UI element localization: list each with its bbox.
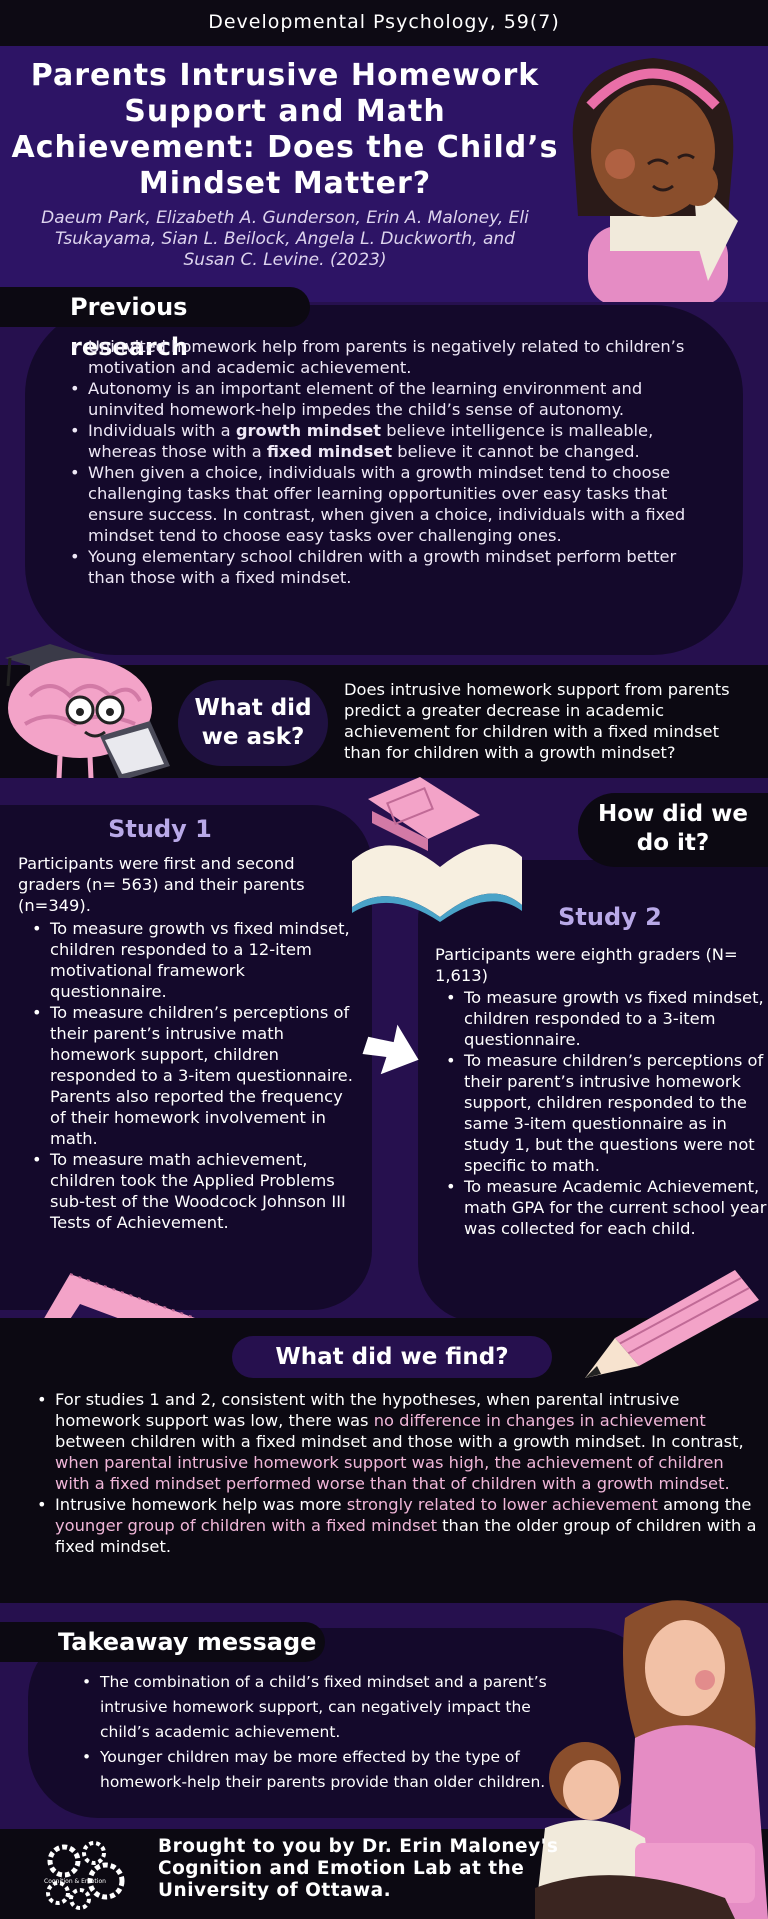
takeaway-list: The combination of a child’s fixed minds…	[78, 1670, 568, 1795]
journal-citation: Developmental Psychology, 59(7)	[0, 0, 768, 46]
list-item: To measure growth vs fixed mindset, chil…	[28, 918, 358, 1002]
author-list: Daeum Park, Elizabeth A. Gunderson, Erin…	[41, 208, 529, 270]
lab-logo-gears: Cognition & Emotion	[44, 1841, 125, 1910]
finding-text: between children with a fixed mindset an…	[55, 1432, 744, 1451]
study2-list: To measure growth vs fixed mindset, chil…	[442, 987, 767, 1239]
list-item: When given a choice, individuals with a …	[66, 462, 706, 546]
findings-list: For studies 1 and 2, consistent with the…	[33, 1389, 763, 1557]
finding-highlight: no difference in changes in achievement	[373, 1411, 706, 1430]
finding-text: Intrusive homework help was more	[55, 1495, 347, 1514]
fixed-mindset-term: fixed mindset	[266, 442, 393, 461]
arrow-right-icon	[362, 1024, 419, 1075]
open-books-illustration	[352, 777, 522, 922]
previous-research-list: Uninvited homework help from parents is …	[66, 336, 706, 588]
method-heading: How did we do it?	[578, 793, 768, 867]
finding-highlight: strongly related to lower achievement	[346, 1495, 658, 1514]
list-item: To measure children’s perceptions of the…	[442, 1050, 767, 1176]
growth-mindset-term: growth mindset	[235, 421, 382, 440]
list-item-text: believe it cannot be changed.	[392, 442, 640, 461]
list-item: To measure Academic Achievement, math GP…	[442, 1176, 767, 1239]
study2-title: Study 2	[558, 903, 662, 931]
list-item: To measure children’s perceptions of the…	[28, 1002, 358, 1149]
finding-text: For studies 1 and 2, consistent with the…	[55, 1390, 680, 1430]
finding-text: than the older group of children with a …	[55, 1516, 757, 1556]
previous-research-heading: Previous research	[0, 287, 310, 361]
finding-highlight: younger group of children with a fixed m…	[55, 1516, 437, 1535]
list-item: Young elementary school children with a …	[66, 546, 706, 588]
takeaway-heading: Takeaway message	[0, 1622, 325, 1662]
poster-title: Parents Intrusive Homework Support and M…	[11, 58, 559, 201]
list-item: For studies 1 and 2, consistent with the…	[33, 1389, 763, 1494]
research-question-text: Does intrusive homework support from par…	[344, 680, 730, 762]
list-item: Individuals with a growth mindset believ…	[66, 420, 706, 462]
research-question-heading: What did we ask?	[178, 680, 328, 766]
lab-logo-text: Cognition & Emotion	[44, 1878, 106, 1885]
list-item-text: believe intelligence is malleable, where…	[88, 421, 654, 461]
study1-list: To measure growth vs fixed mindset, chil…	[28, 918, 358, 1233]
list-item: Younger children may be more effected by…	[78, 1745, 568, 1795]
list-item: To measure math achievement, children to…	[28, 1149, 358, 1233]
list-item: Uninvited homework help from parents is …	[66, 336, 706, 378]
finding-text: among the	[657, 1495, 752, 1514]
mother-child-illustration	[535, 1600, 768, 1919]
footer-credit: Brought to you by Dr. Erin Maloney's Cog…	[158, 1836, 559, 1901]
finding-highlight: when parental intrusive homework support…	[55, 1453, 730, 1493]
study1-intro: Participants were first and second grade…	[18, 854, 305, 915]
study2-intro: Participants were eighth graders (N= 1,6…	[435, 945, 738, 985]
study1-title: Study 1	[108, 815, 212, 843]
findings-heading: What did we find?	[232, 1336, 552, 1378]
list-item: The combination of a child’s fixed minds…	[78, 1670, 568, 1745]
list-item-text: Individuals with a	[88, 421, 236, 440]
list-item: Autonomy is an important element of the …	[66, 378, 706, 420]
girl-thinking-illustration	[572, 58, 738, 302]
list-item: To measure growth vs fixed mindset, chil…	[442, 987, 767, 1050]
list-item: Intrusive homework help was more strongl…	[33, 1494, 763, 1557]
pencil-icon	[585, 1270, 759, 1378]
